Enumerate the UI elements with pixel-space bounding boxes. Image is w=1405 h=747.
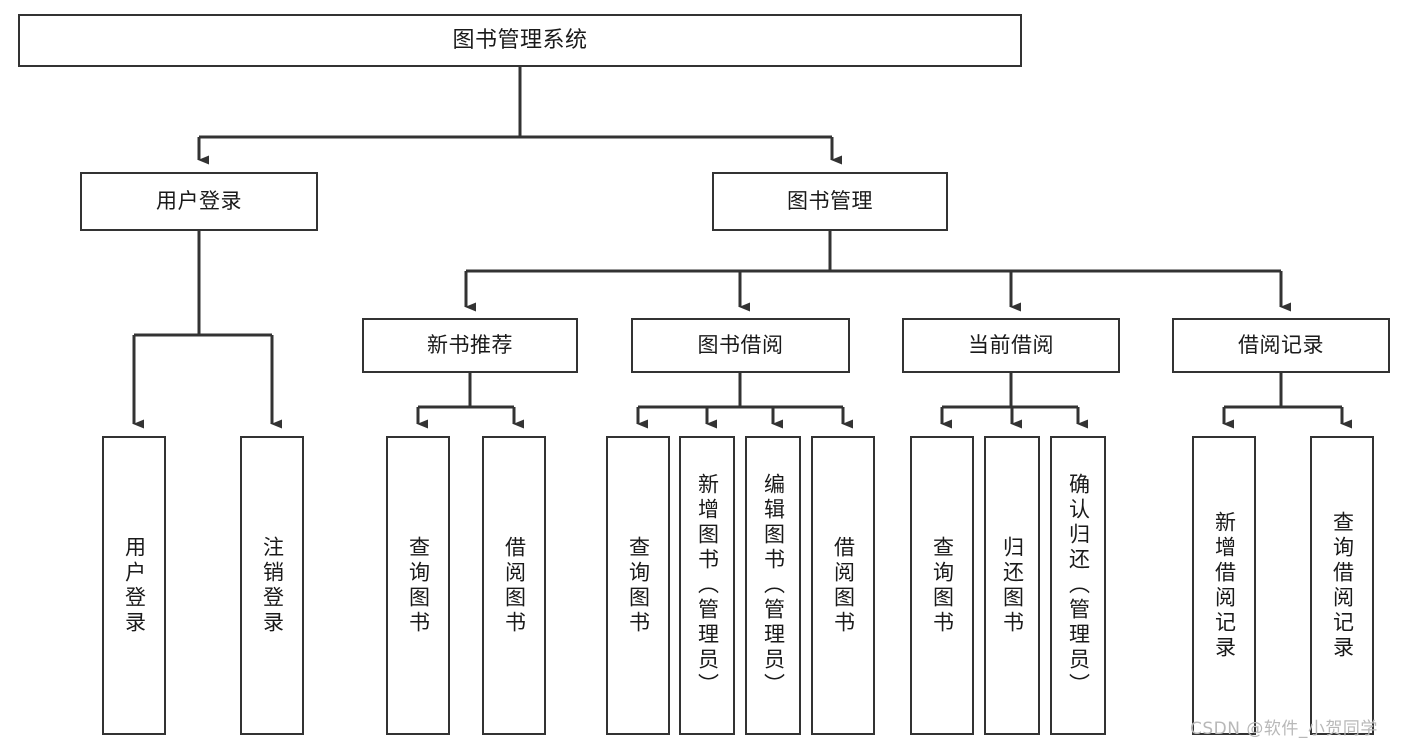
node-leaf-confirm-return[interactable]: 确认归还（管理员）: [1050, 436, 1106, 735]
node-leaf-query-record[interactable]: 查询借阅记录: [1310, 436, 1374, 735]
node-label: 图书借阅: [697, 333, 784, 358]
node-label: 图书管理: [787, 189, 873, 214]
node-label: 新书推荐: [427, 333, 513, 358]
node-leaf-edit-book[interactable]: 编辑图书（管理员）: [745, 436, 801, 735]
node-root[interactable]: 图书管理系统: [18, 14, 1022, 67]
connector-borrow-record-children: [1222, 373, 1352, 429]
node-label: 当前借阅: [968, 333, 1054, 358]
node-label: 借阅图书: [502, 535, 527, 636]
node-borrow-record[interactable]: 借阅记录: [1172, 318, 1390, 373]
connector-current-borrow-children: [940, 373, 1088, 429]
node-label: 归还图书: [1000, 535, 1025, 636]
node-book-manage[interactable]: 图书管理: [712, 172, 948, 231]
node-label: 查询图书: [930, 535, 955, 636]
node-label: 编辑图书（管理员）: [761, 473, 786, 698]
connector-book-borrow-children: [636, 373, 853, 429]
connector-new-book-rec-children: [416, 373, 524, 429]
node-leaf-query-book-3[interactable]: 查询图书: [910, 436, 974, 735]
node-leaf-user-login[interactable]: 用户登录: [102, 436, 166, 735]
node-new-book-recommend[interactable]: 新书推荐: [362, 318, 578, 373]
node-book-borrow[interactable]: 图书借阅: [631, 318, 850, 373]
node-label: 借阅图书: [831, 535, 856, 636]
node-leaf-return-book[interactable]: 归还图书: [984, 436, 1040, 735]
node-label: 查询图书: [406, 535, 431, 636]
node-leaf-add-book[interactable]: 新增图书（管理员）: [679, 436, 735, 735]
node-label: 用户登录: [122, 535, 147, 636]
node-leaf-query-book-2[interactable]: 查询图书: [606, 436, 670, 735]
connector-user-login-children: [132, 231, 282, 429]
node-label: 查询借阅记录: [1330, 510, 1355, 661]
node-leaf-logout[interactable]: 注销登录: [240, 436, 304, 735]
node-leaf-add-record[interactable]: 新增借阅记录: [1192, 436, 1256, 735]
node-label: 新增借阅记录: [1212, 510, 1237, 661]
node-current-borrow[interactable]: 当前借阅: [902, 318, 1120, 373]
node-leaf-borrow-book-1[interactable]: 借阅图书: [482, 436, 546, 735]
node-leaf-borrow-book-2[interactable]: 借阅图书: [811, 436, 875, 735]
node-label: 借阅记录: [1238, 333, 1324, 358]
node-label: 注销登录: [260, 535, 285, 636]
node-label: 用户登录: [156, 189, 242, 214]
connector-root-to-level1: [197, 67, 842, 165]
connector-book-manage-children: [464, 231, 1291, 312]
node-label: 查询图书: [626, 535, 651, 636]
node-label: 图书管理系统: [452, 27, 588, 53]
node-label: 确认归还（管理员）: [1066, 473, 1091, 698]
node-user-login[interactable]: 用户登录: [80, 172, 318, 231]
node-leaf-query-book-1[interactable]: 查询图书: [386, 436, 450, 735]
node-label: 新增图书（管理员）: [695, 473, 720, 698]
